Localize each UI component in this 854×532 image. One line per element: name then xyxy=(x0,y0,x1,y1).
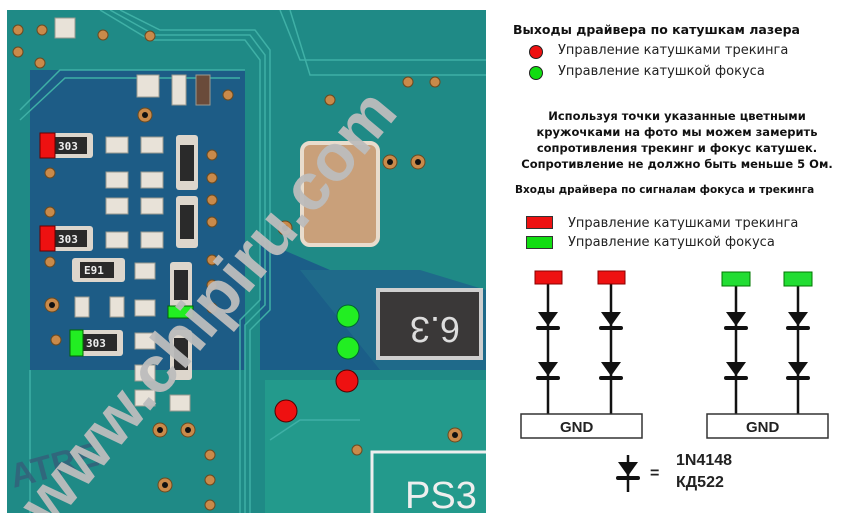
diode-type-1n4148: 1N4148 xyxy=(676,452,733,469)
diode-icon xyxy=(724,362,748,380)
focus-input-pad xyxy=(721,271,751,287)
diode-icon xyxy=(536,362,560,380)
tracking-input-pad xyxy=(597,270,626,285)
note-line: сопротивления трекинг и фокус катушек. xyxy=(536,141,818,155)
green-circle-icon xyxy=(529,66,543,80)
tracking-input-pad xyxy=(534,270,563,285)
gnd-label: GND xyxy=(746,419,780,436)
note-line: Сопротивление не должно быть меньше 5 Ом… xyxy=(521,157,833,171)
red-circle-icon xyxy=(529,45,543,59)
svg-text:6.3: 6.3 xyxy=(410,309,460,350)
equals-sign: = xyxy=(650,465,659,482)
gnd-box-left xyxy=(520,413,643,439)
outputs-legend-tracking: Управление катушками трекинга xyxy=(558,43,789,58)
measurement-note: Используя точки указанные цветными кружо… xyxy=(500,108,854,172)
inputs-title: Входы драйвера по сигналам фокуса и трек… xyxy=(515,184,815,196)
resistor-label: 303 xyxy=(58,140,78,153)
inputs-legend-focus: Управление катушкой фокуса xyxy=(568,235,775,250)
note-line: кружочками на фото мы можем замерить xyxy=(536,125,818,139)
diode-icon xyxy=(536,312,560,330)
gnd-box-right xyxy=(706,413,829,439)
inputs-legend-tracking: Управление катушками трекинга xyxy=(568,216,799,231)
svg-text:303: 303 xyxy=(58,233,78,246)
outputs-title: Выходы драйвера по катушкам лазера xyxy=(513,22,800,37)
focus-input-pad xyxy=(783,271,813,287)
diode-icon xyxy=(599,312,623,330)
green-square-icon xyxy=(526,236,553,249)
diode-legend-icon xyxy=(616,462,640,480)
diode-type-kd522: КД522 xyxy=(676,474,724,491)
diode-icon xyxy=(786,312,810,330)
diode-icon xyxy=(599,362,623,380)
board-label: PS3 xyxy=(405,475,477,517)
diode-icon xyxy=(724,312,748,330)
note-line: Используя точки указанные цветными xyxy=(548,109,806,123)
gnd-label: GND xyxy=(560,419,594,436)
red-square-icon xyxy=(526,216,553,229)
diode-icon xyxy=(786,362,810,380)
svg-text:E91: E91 xyxy=(84,264,104,277)
outputs-legend-focus: Управление катушкой фокуса xyxy=(558,64,765,79)
svg-text:303: 303 xyxy=(86,337,106,350)
pcb-photo: 303 303 E91 303 6.3 PS3 ATRE www.chipiru… xyxy=(7,10,486,517)
